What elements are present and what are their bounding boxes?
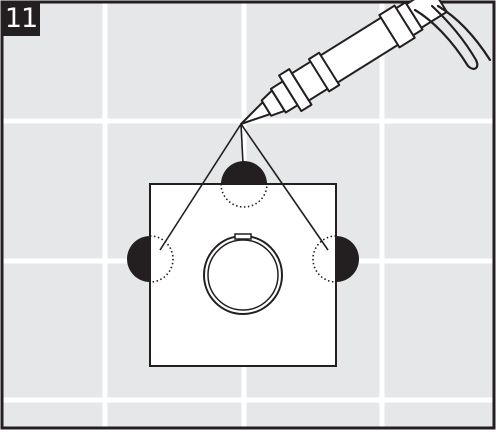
adhesive-dot-outline [149,235,174,283]
application-lines [159,123,329,251]
round-outlet-icon [203,233,283,315]
gun-handle [413,4,492,70]
outlet-outer-ring [203,235,283,315]
gun-trigger [413,4,479,70]
gun-rear-collar [405,0,448,29]
adhesive-dot-icon [336,236,359,282]
gun-band [378,4,416,49]
gun-grip [436,4,492,62]
adhesive-dot-outline [220,183,268,208]
gun-band [307,51,341,93]
application-line [240,123,329,251]
adhesive-blobs [127,161,359,282]
caulk-gun-icon [240,0,448,125]
step-number-badge: 11 [2,2,40,36]
application-line [240,123,245,185]
adhesive-dotted-outlines [149,183,337,283]
outlet-tab [234,233,252,240]
adhesive-dot-icon [127,236,150,282]
outlet-inner-ring [207,239,279,311]
application-line [159,123,242,251]
adhesive-dot-outline [312,235,337,283]
